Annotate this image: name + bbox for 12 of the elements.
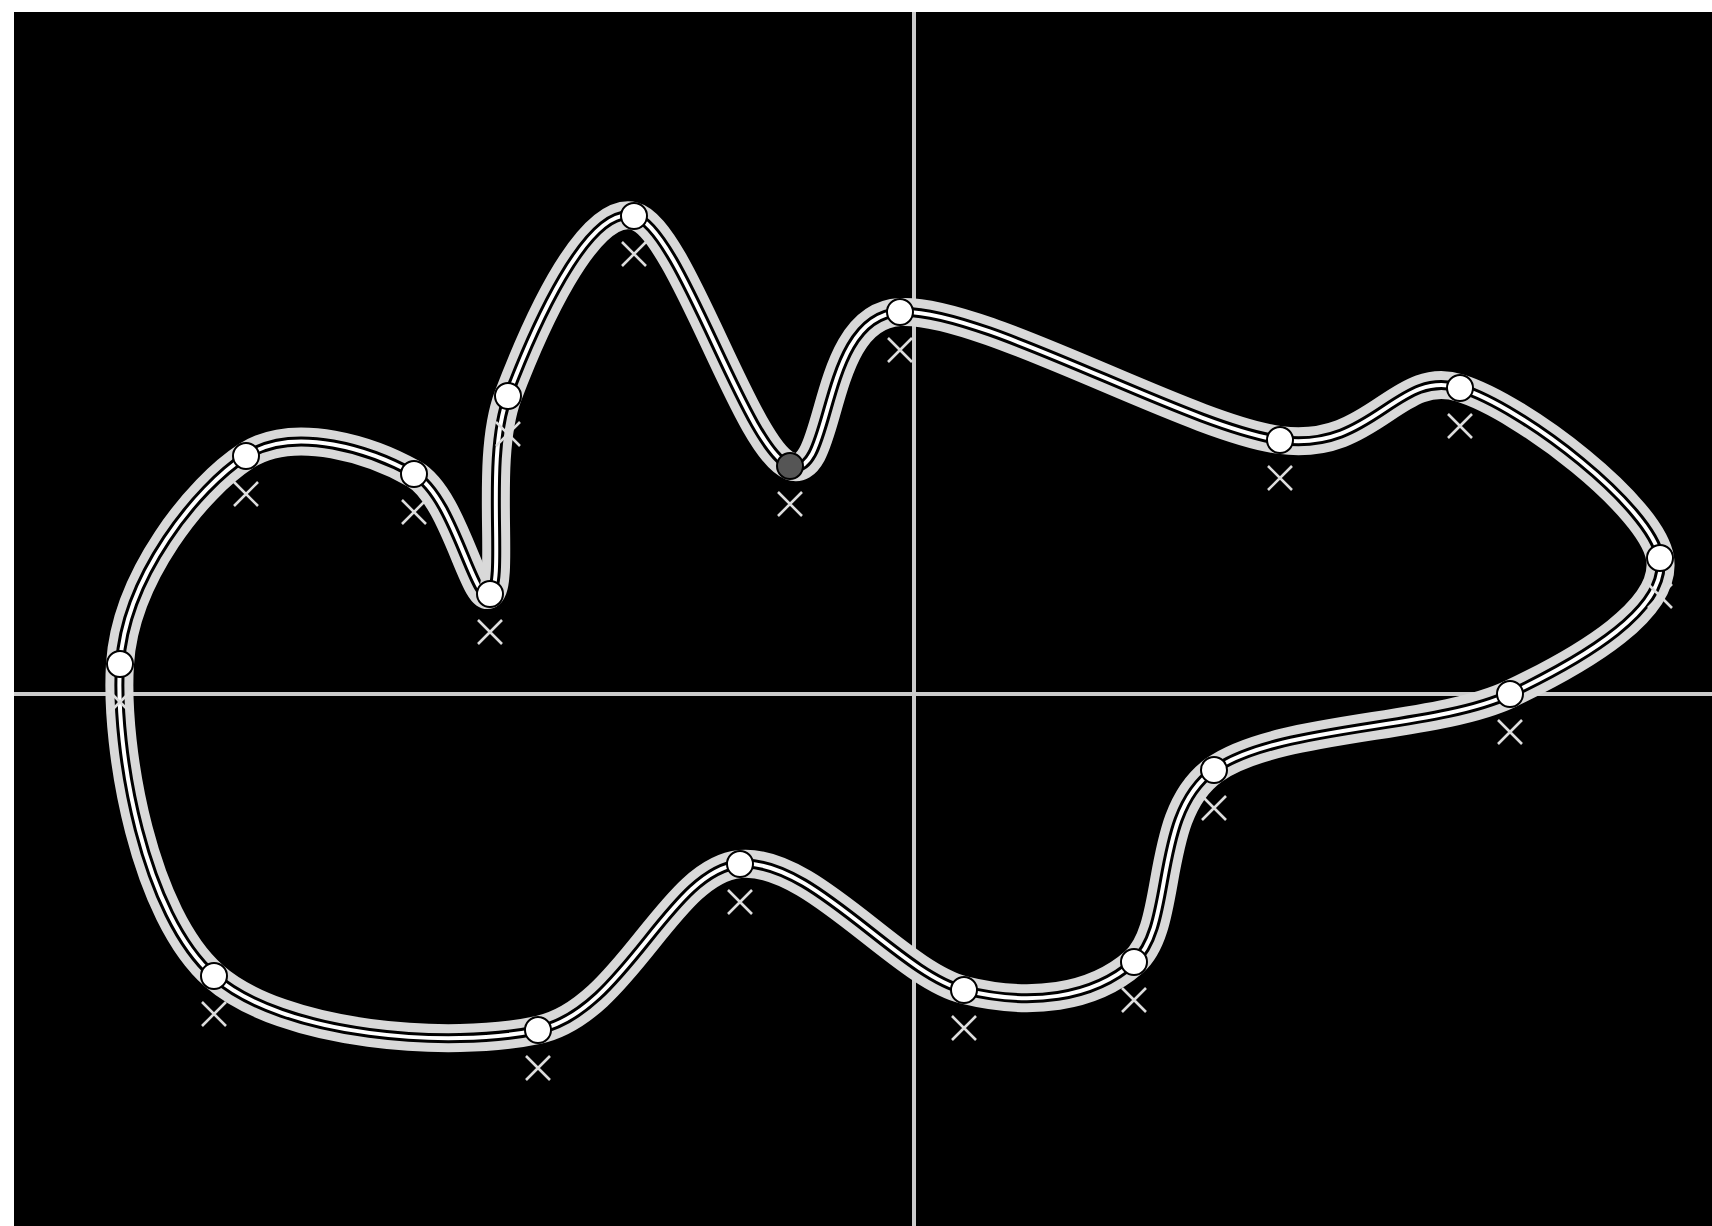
curve-segment: [477, 391, 522, 602]
curve-segment: [1207, 681, 1516, 783]
curve-segment: [205, 964, 541, 1052]
curve-segment: [405, 462, 494, 609]
curve-segment: [239, 427, 421, 487]
curve-segment: [1279, 371, 1463, 456]
curve-segment: [1503, 557, 1675, 707]
curve-segment: [533, 850, 744, 1044]
curve-segment: [961, 951, 1143, 1013]
curve-segment: [1123, 759, 1224, 972]
curve-segment: [494, 201, 635, 402]
curve-segment: [105, 663, 225, 986]
